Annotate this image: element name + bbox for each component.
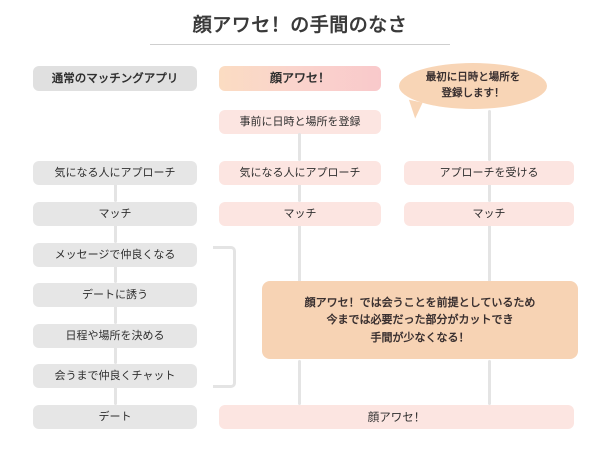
right-step-2: マッチ — [404, 202, 574, 226]
connector-mid-row1-to-row2 — [298, 184, 301, 202]
connector-mid-pre-to-row1 — [298, 133, 301, 161]
left-step-5: 日程や場所を決める — [33, 324, 197, 348]
connector-left-3-4 — [114, 265, 117, 283]
column-header-kaoawase: 顔アワセ！ — [219, 66, 381, 91]
middle-step-1: 気になる人にアプローチ — [219, 161, 381, 185]
connector-left-1-2 — [114, 184, 117, 202]
left-step-2: マッチ — [33, 202, 197, 226]
connector-left-2-3 — [114, 225, 117, 243]
connector-left-5-6 — [114, 346, 117, 364]
connector-right-row1-to-row2 — [488, 184, 491, 202]
connector-right-callout-to-bottom — [488, 360, 491, 405]
step-pre-register: 事前に日時と場所を登録 — [219, 110, 381, 134]
page-title: 顔アワセ！の手間のなさ — [192, 14, 408, 36]
speech-bubble-line1: 最初に日時と場所を — [425, 71, 521, 84]
speech-bubble-line2: 登録します！ — [441, 87, 505, 99]
connector-left-4-5 — [114, 306, 117, 324]
connector-right-row2-to-callout — [488, 225, 491, 287]
left-step-1: 気になる人にアプローチ — [33, 161, 197, 185]
speech-bubble-tail — [405, 99, 423, 120]
right-step-1: アプローチを受ける — [404, 161, 574, 185]
bottom-result-bar: 顔アワセ！ — [219, 405, 574, 429]
title-divider — [150, 44, 450, 45]
connector-right-header-to-row1 — [488, 110, 491, 161]
cut-steps-bracket — [213, 246, 236, 388]
middle-step-2: マッチ — [219, 202, 381, 226]
benefit-callout: 顔アワセ！では会うことを前提としているため 今までは必要だった部分がカットでき … — [262, 281, 578, 359]
left-step-3: メッセージで仲良くなる — [33, 243, 197, 267]
left-step-7: デート — [33, 405, 197, 429]
connector-mid-callout-to-bottom — [298, 360, 301, 405]
benefit-callout-line2: 今までは必要だった部分がカットでき — [326, 313, 514, 327]
benefit-callout-line1: 顔アワセ！では会うことを前提としているため — [304, 296, 536, 310]
left-step-6: 会うまで仲良くチャット — [33, 364, 197, 388]
speech-bubble: 最初に日時と場所を 登録します！ — [399, 63, 547, 109]
connector-left-6-7 — [114, 387, 117, 405]
left-step-4: デートに誘う — [33, 283, 197, 307]
benefit-callout-line3: 手間が少なくなる！ — [370, 330, 470, 344]
column-header-normal-app: 通常のマッチングアプリ — [33, 66, 197, 91]
connector-mid-row2-to-callout — [298, 225, 301, 287]
